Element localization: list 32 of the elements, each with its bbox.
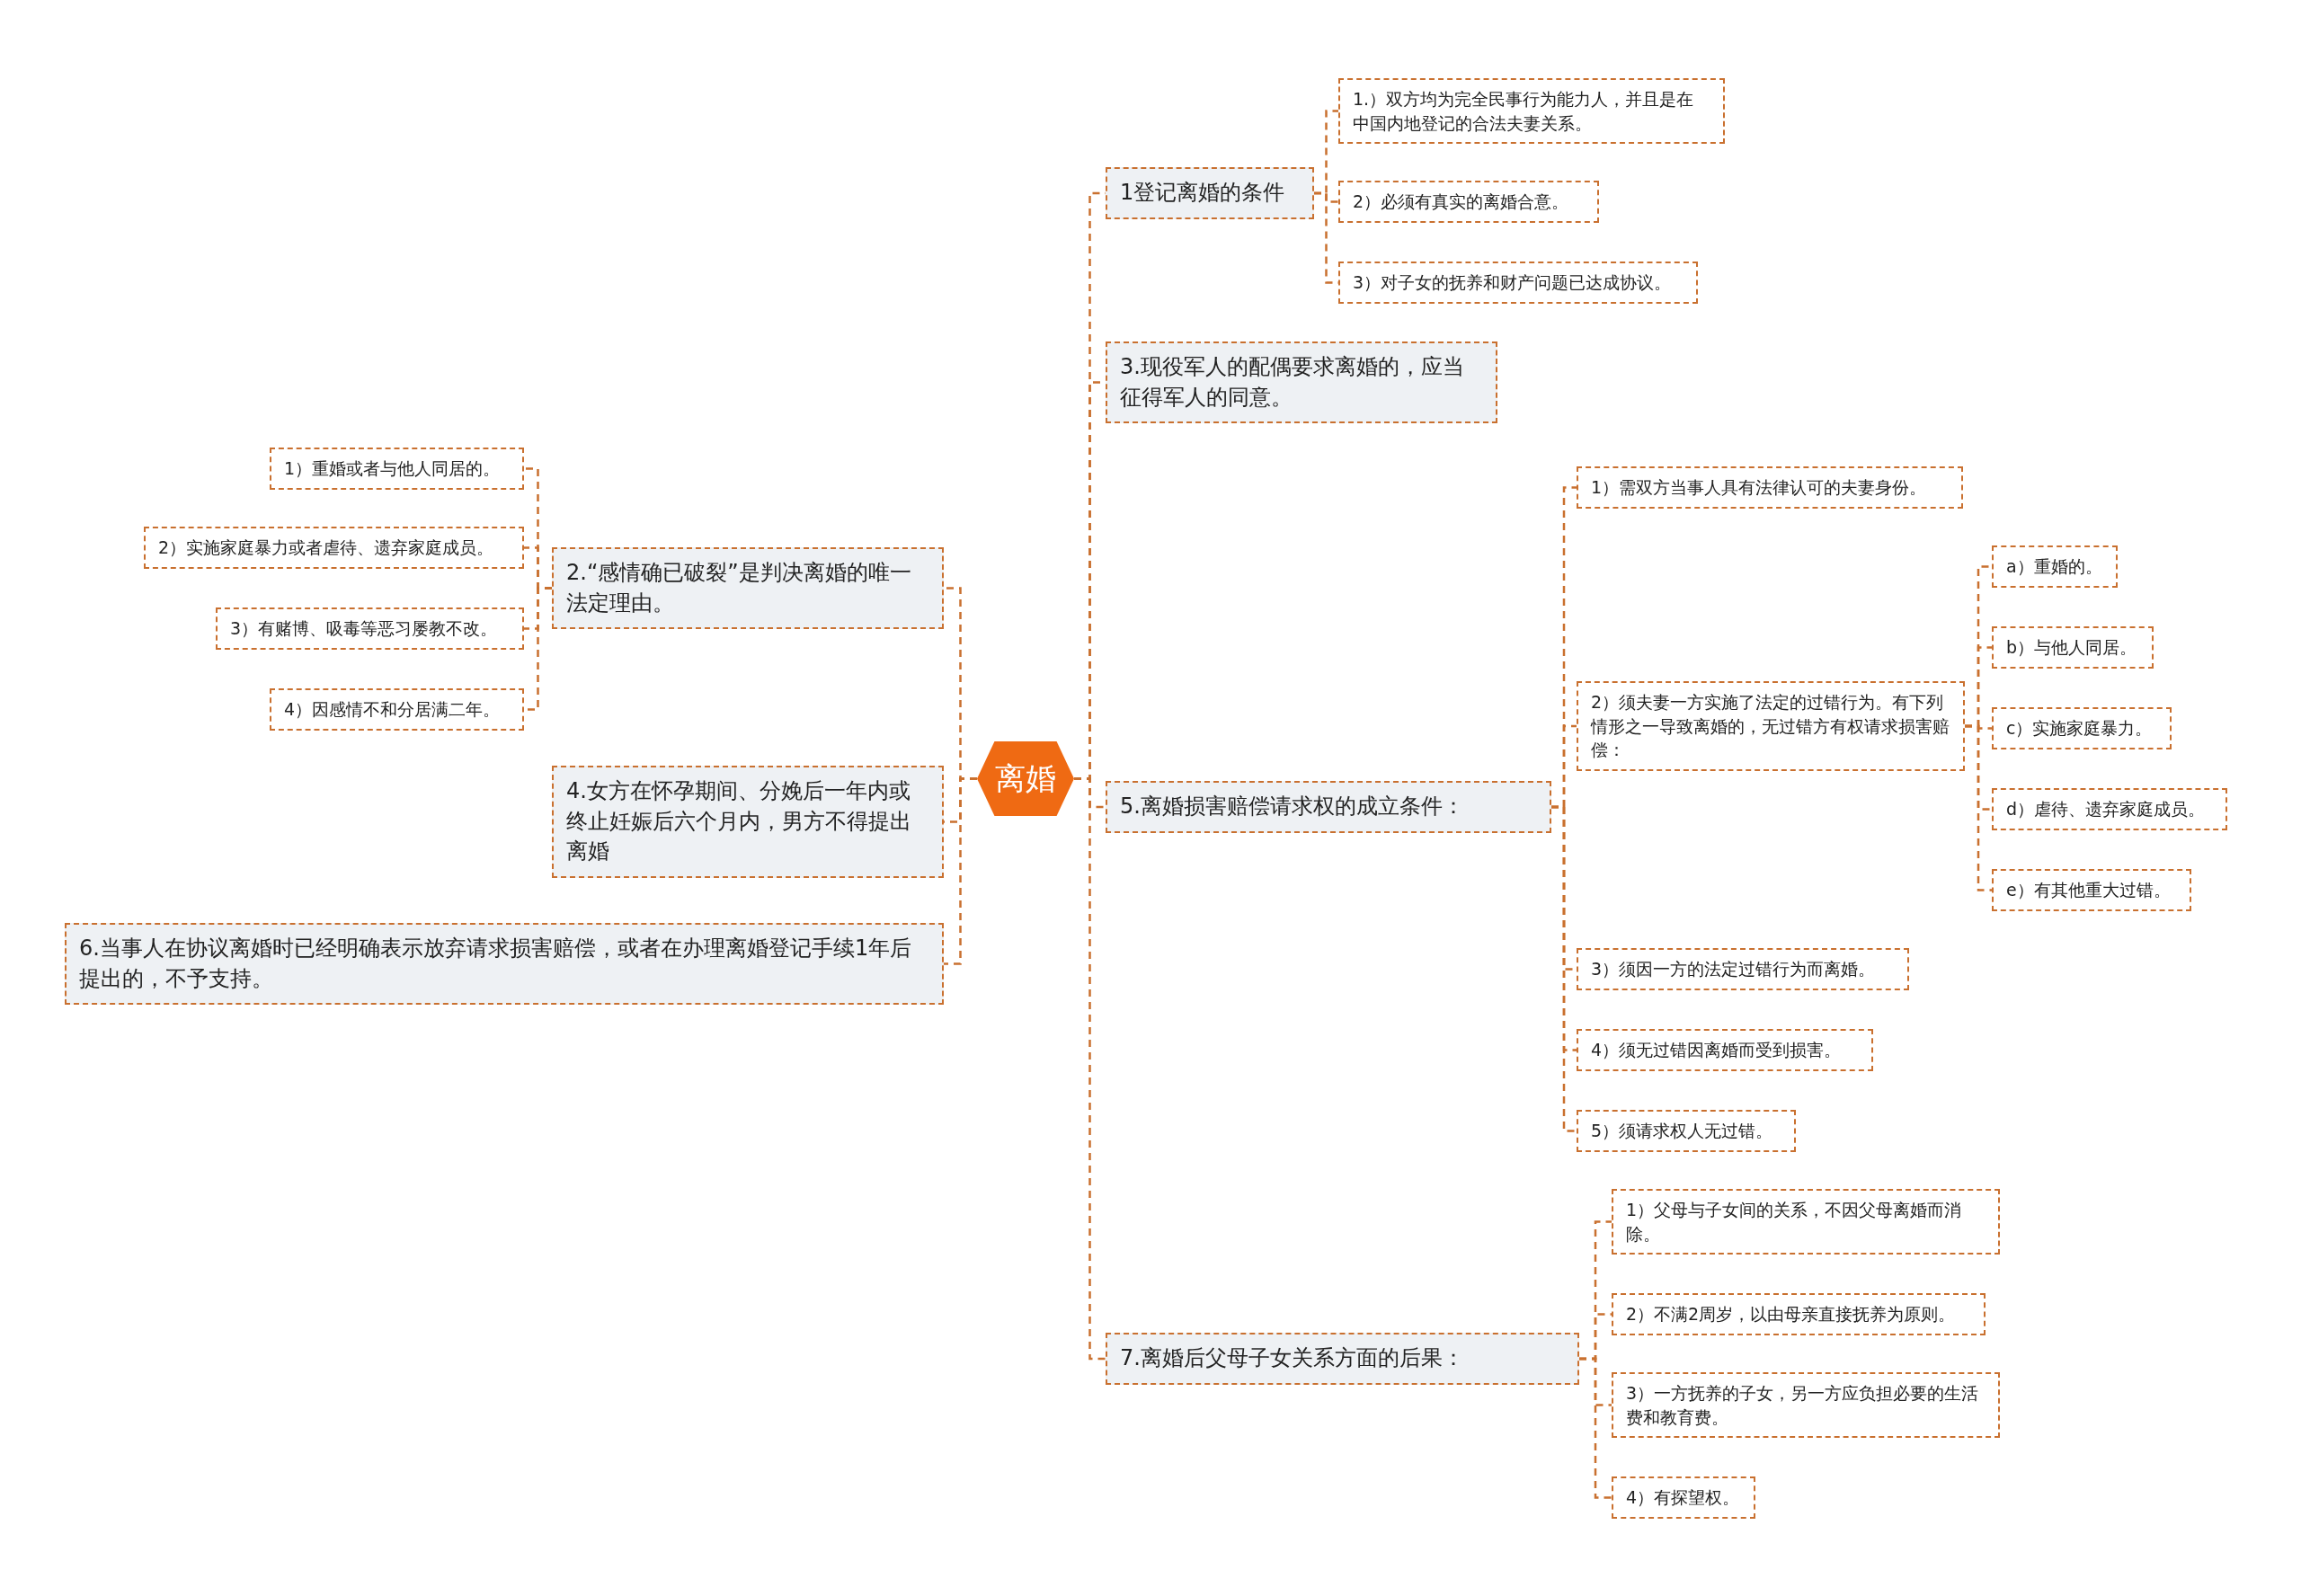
subtopic-box: 2）实施家庭暴力或者虐待、遗弃家庭成员。 [144, 527, 524, 569]
subtopic-box: 1）重婚或者与他人同居的。 [270, 448, 524, 490]
topic-box: 5.离婚损害赔偿请求权的成立条件： [1106, 781, 1551, 833]
subtopic-box: 3）须因一方的法定过错行为而离婚。 [1577, 948, 1909, 990]
topic-box: 6.当事人在协议离婚时已经明确表示放弃请求损害赔偿，或者在办理离婚登记手续1年后提出的，不予支持。 [65, 923, 944, 1006]
connector-line [944, 777, 977, 965]
topic-box: 7.离婚后父母子女关系方面的后果： [1106, 1333, 1579, 1385]
subtopic-box: e）有其他重大过错。 [1992, 869, 2191, 911]
subtopic-box: 3）有赌博、吸毒等恶习屡教不改。 [216, 607, 524, 650]
connector-line [1551, 805, 1577, 1132]
connector-line [1579, 1357, 1612, 1499]
subtopic-box: 1）父母与子女间的关系，不因父母离婚而消除。 [1612, 1189, 2000, 1255]
subtopic-box: 4）有探望权。 [1612, 1476, 1755, 1519]
subtopic-box: b）与他人同居。 [1992, 626, 2154, 669]
subtopic-box: 1）需双方当事人具有法律认可的夫妻身份。 [1577, 466, 1963, 509]
subtopic-box: d）虐待、遗弃家庭成员。 [1992, 788, 2227, 830]
connector-line [1965, 724, 1992, 891]
subtopic-box: 2）不满2周岁，以由母亲直接抚养为原则。 [1612, 1293, 1986, 1335]
subtopic-box: 1.）双方均为完全民事行为能力人，并且是在中国内地登记的合法夫妻关系。 [1338, 78, 1725, 145]
topic-box: 1登记离婚的条件 [1106, 167, 1314, 219]
subtopic-box: 4）须无过错因离婚而受到损害。 [1577, 1029, 1873, 1071]
subtopic-box: 5）须请求权人无过错。 [1577, 1110, 1796, 1152]
subtopic-box: a）重婚的。 [1992, 545, 2118, 588]
subtopic-box: c）实施家庭暴力。 [1992, 707, 2172, 749]
topic-box: 3.现役军人的配偶要求离婚的，应当征得军人的同意。 [1106, 341, 1497, 424]
subtopic-box: 2）须夫妻一方实施了法定的过错行为。有下列情形之一导致离婚的，无过错方有权请求损害赔偿： [1577, 681, 1965, 771]
topic-box: 4.女方在怀孕期间、分娩后一年内或终止妊娠后六个月内，男方不得提出离婚 [552, 766, 944, 878]
subtopic-box: 4）因感情不和分居满二年。 [270, 688, 524, 731]
topic-box: 2.“感情确已破裂”是判决离婚的唯一法定理由。 [552, 547, 944, 630]
subtopic-box: 3）一方抚养的子女，另一方应负担必要的生活费和教育费。 [1612, 1372, 2000, 1439]
subtopic-box: 3）对子女的抚养和财产问题已达成协议。 [1338, 262, 1698, 304]
subtopic-box: 2）必须有真实的离婚合意。 [1338, 181, 1599, 223]
